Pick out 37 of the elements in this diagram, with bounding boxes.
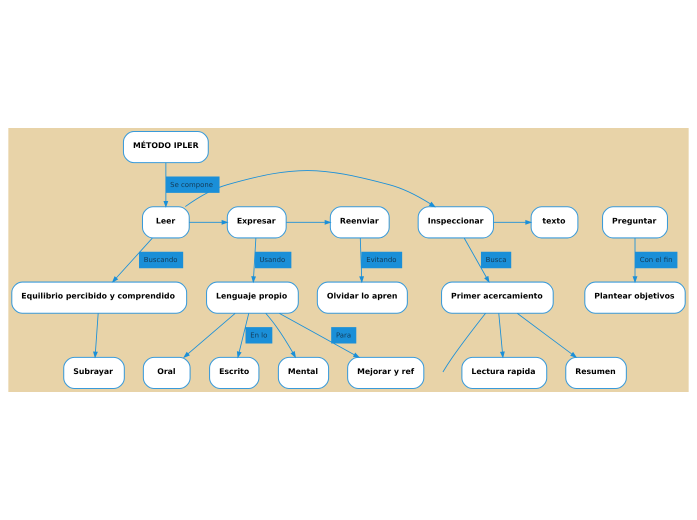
arrow xyxy=(278,312,360,358)
node-box: Expresar xyxy=(226,206,287,238)
node-box: Olvidar lo apren xyxy=(316,282,408,314)
node-box: Lectura rapida xyxy=(461,356,548,390)
node-box: Reenviar xyxy=(330,206,390,238)
node-box: Primer acercamiento xyxy=(441,282,554,314)
arrow xyxy=(251,238,256,284)
node-box: Mejorar y ref xyxy=(347,356,424,390)
node-box: Plantear objetivos xyxy=(584,282,686,314)
arrow xyxy=(188,220,229,225)
arrow xyxy=(498,312,505,359)
node-box: Oral xyxy=(142,356,191,390)
connector xyxy=(442,312,486,372)
node-box: Preguntar xyxy=(602,206,668,238)
arrow xyxy=(516,312,578,358)
node-box: Inspeccionar xyxy=(418,206,494,238)
arrow xyxy=(93,312,99,359)
node-box: Lenguaje propio xyxy=(206,282,299,314)
arrow xyxy=(163,162,168,208)
arrow xyxy=(493,220,532,225)
node-box: Leer xyxy=(142,206,190,238)
node-box: Mental xyxy=(278,356,330,390)
arrow xyxy=(359,238,364,284)
arrow xyxy=(112,238,153,283)
arrow xyxy=(265,312,296,358)
node-box: Escrito xyxy=(209,356,260,390)
node-box: Subrayar xyxy=(63,356,125,390)
node-box: Resumen xyxy=(565,356,627,390)
node-box: Equilibrio percibido y comprendido xyxy=(11,282,188,314)
arrow xyxy=(184,170,436,208)
arrow xyxy=(632,238,638,284)
arrow xyxy=(236,312,250,358)
node-box: MÉTODO IPLER xyxy=(122,130,209,164)
arrow xyxy=(183,312,236,358)
arrow xyxy=(286,220,332,225)
arrow xyxy=(464,238,490,284)
node-box: texto xyxy=(530,206,578,238)
